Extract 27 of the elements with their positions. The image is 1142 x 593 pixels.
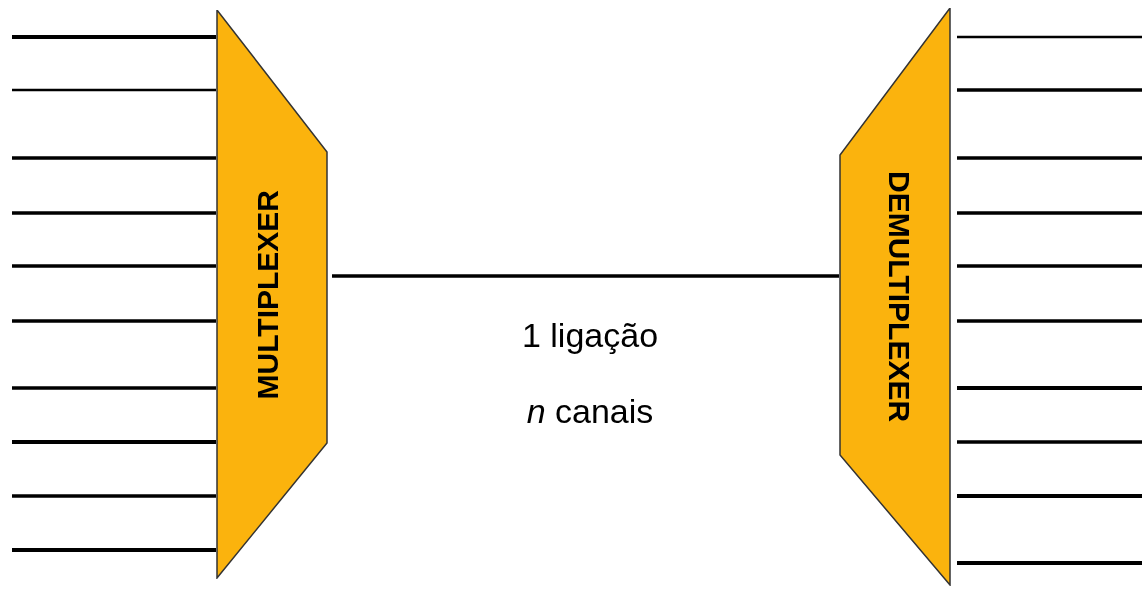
signal-line: [12, 156, 216, 160]
signal-line: [12, 35, 216, 39]
link-caption: n canais: [526, 394, 654, 428]
signal-line: [957, 264, 1142, 268]
signal-line: [332, 274, 839, 278]
signal-line: [957, 561, 1142, 565]
trapezoid-block: [216, 10, 328, 579]
signal-line: [957, 35, 1142, 39]
signal-line: [12, 494, 216, 498]
block-label: DEMULTIPLEXER: [884, 171, 914, 423]
trapezoid-block: [839, 8, 951, 586]
signal-line: [957, 494, 1142, 498]
signal-line: [12, 319, 216, 323]
signal-line: [12, 440, 216, 444]
signal-line: [12, 264, 216, 268]
signal-line: [12, 88, 216, 92]
signal-line: [957, 386, 1142, 390]
signal-line: [12, 211, 216, 215]
block-label: MULTIPLEXER: [253, 189, 283, 400]
signal-line: [957, 156, 1142, 160]
signal-line: [12, 386, 216, 390]
signal-line: [12, 548, 216, 552]
signal-line: [957, 440, 1142, 444]
link-caption: 1 ligação: [521, 318, 659, 352]
signal-line: [957, 88, 1142, 92]
signal-line: [957, 211, 1142, 215]
signal-line: [957, 319, 1142, 323]
